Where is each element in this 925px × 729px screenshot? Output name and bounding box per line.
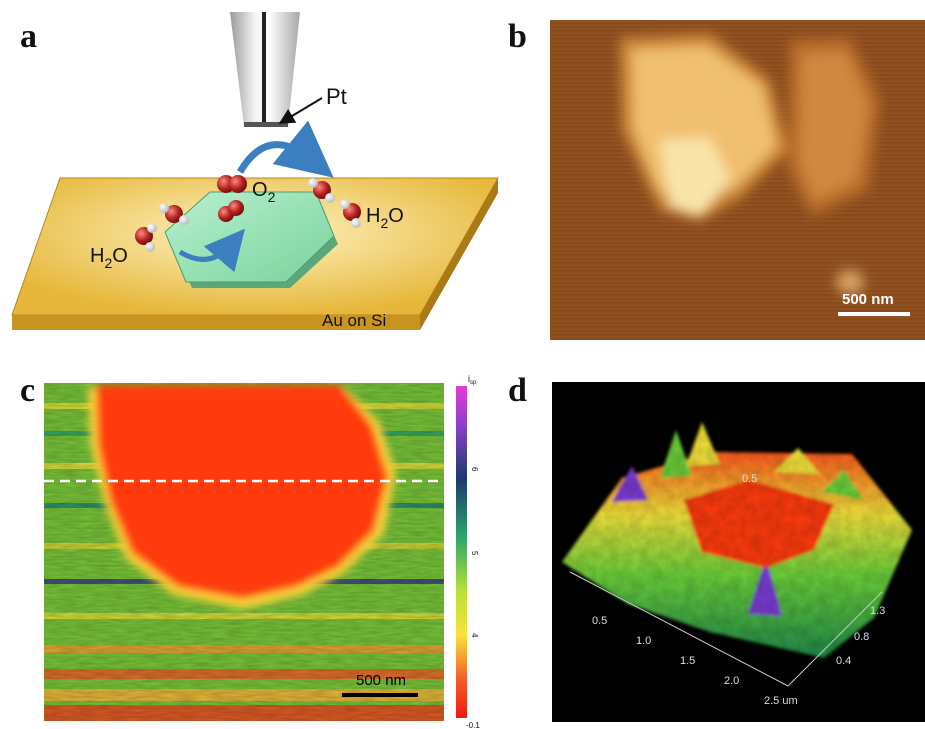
water-label-left: H2O — [90, 245, 128, 271]
colorbar-tick-3: 4 — [470, 633, 479, 638]
water-molecule-right-top — [308, 178, 335, 203]
z-tick: 0.5 — [742, 473, 757, 485]
curved-arrow-flake — [178, 228, 245, 273]
scalebar-c — [342, 693, 418, 697]
panel-b-afm-image: 500 nm — [550, 20, 925, 340]
x-tick-5: 2.5 um — [764, 695, 798, 707]
panel-d-letter: d — [508, 372, 527, 409]
water-label-right: H2O — [366, 205, 404, 231]
colorbar-top-label: isp — [468, 374, 477, 386]
x-tick-4: 2.0 — [724, 675, 739, 687]
panel-c-colorbar: isp 6 5 4 -0.1 — [456, 374, 480, 729]
panel-a-schematic: Pt O2 H2O H2O Au on Si — [11, 12, 499, 330]
curved-arrow-top — [236, 120, 334, 178]
scalebar-b — [838, 312, 910, 316]
colorbar-tick-2: 5 — [470, 551, 479, 556]
o2-label: O2 — [252, 179, 276, 205]
panel-a-letter: a — [20, 18, 37, 55]
y-tick-1: 1.3 — [870, 605, 885, 617]
panel-b-letter: b — [508, 18, 527, 55]
substrate-label: Au on Si — [322, 311, 386, 330]
water-molecule-right — [340, 199, 361, 228]
water-molecule-left-top — [159, 203, 189, 225]
o2-molecule-top — [217, 175, 247, 193]
y-tick-3: 0.4 — [836, 655, 851, 667]
x-tick-2: 1.0 — [636, 635, 651, 647]
water-molecule-left — [135, 223, 157, 252]
colorbar-bottom-label: -0.1 — [466, 721, 480, 729]
panel-c-current-map: 500 nm — [44, 383, 444, 721]
scalebar-b-label: 500 nm — [842, 291, 894, 308]
x-axis-line — [569, 571, 789, 687]
scalebar-c-label: 500 nm — [356, 672, 406, 689]
x-tick-1: 0.5 — [592, 615, 607, 627]
pt-label: Pt — [326, 84, 347, 109]
panel-d-3d-surface: 0.5 1.0 1.5 2.0 2.5 um 1.3 0.8 0.4 0.5 — [552, 382, 925, 722]
pt-tip — [230, 12, 300, 127]
colorbar-tick-1: 6 — [470, 467, 479, 472]
o2-molecule-flake — [218, 200, 244, 222]
x-tick-3: 1.5 — [680, 655, 695, 667]
pt-pointer-arrow — [278, 97, 323, 125]
y-tick-2: 0.8 — [854, 631, 869, 643]
panel-c-letter: c — [20, 372, 36, 409]
y-axis-line — [787, 591, 883, 687]
